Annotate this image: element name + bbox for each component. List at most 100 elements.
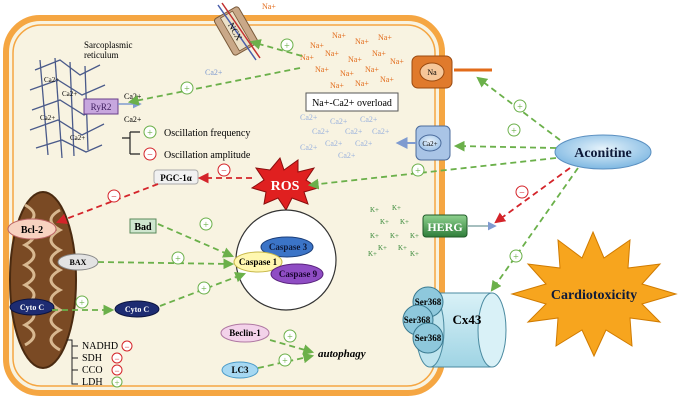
svg-text:Na+: Na+ [365, 65, 379, 74]
svg-text:+: + [415, 166, 421, 177]
beclin-oval [220, 323, 270, 343]
svg-text:K+: K+ [392, 204, 401, 212]
svg-text:Ca2+: Ca2+ [325, 139, 343, 148]
osc-freq-label: Oscillation frequency [164, 128, 250, 139]
svg-text:+: + [287, 332, 293, 343]
svg-text:Na+: Na+ [378, 33, 392, 42]
herg-channel [422, 214, 468, 238]
ros-label: ROS [271, 179, 300, 194]
svg-text:Na: Na [427, 68, 437, 77]
svg-text:−: − [124, 342, 129, 352]
svg-text:Na+: Na+ [380, 75, 394, 84]
k-ion-cluster: K+K+ K+K+ K+K+ K+K+ K+K+ K+ [368, 204, 419, 258]
svg-text:Na+: Na+ [355, 79, 369, 88]
lc3-oval [221, 361, 259, 379]
beclin-label: Beclin-1 [229, 328, 261, 338]
nadhd-label: NADHD [82, 341, 118, 352]
sdh-label: SDH [82, 353, 102, 364]
caspase9-label: Caspase 9 [279, 269, 318, 279]
bad-box [129, 218, 157, 234]
svg-text:K+: K+ [398, 244, 407, 252]
ca-channel: Ca2+ [395, 125, 451, 161]
svg-text:−: − [114, 366, 119, 376]
svg-text:−: − [519, 188, 525, 199]
svg-text:Na+: Na+ [372, 49, 386, 58]
osc-amp-minus-icon [143, 147, 157, 161]
ryr2-box [83, 98, 119, 115]
ca-ion-ncx: Ca2+ [205, 68, 223, 77]
oscillation-bracket [122, 131, 140, 155]
svg-text:Ca2+: Ca2+ [40, 114, 55, 122]
svg-text:−: − [221, 166, 227, 177]
ldh-label: LDH [82, 377, 103, 388]
cytoc-mito-oval [9, 298, 55, 316]
svg-text:Ca2+: Ca2+ [372, 127, 390, 136]
caspase3-label: Caspase 3 [269, 242, 308, 252]
svg-text:Na+: Na+ [315, 65, 329, 74]
svg-text:+: + [201, 284, 207, 295]
svg-text:K+: K+ [410, 232, 419, 240]
svg-text:K+: K+ [380, 218, 389, 226]
cx43-connexon [402, 286, 507, 368]
svg-text:+: + [147, 128, 153, 139]
ryr2-ca-out-2: Ca2+ [124, 115, 142, 124]
svg-text:+: + [114, 378, 119, 388]
svg-text:K+: K+ [370, 232, 379, 240]
aconitine-label: Aconitine [574, 146, 632, 161]
cx43-label: Cx43 [453, 312, 482, 327]
cardiotoxicity-burst [510, 230, 678, 358]
svg-text:Ca2+: Ca2+ [300, 143, 318, 152]
sr-label-2: reticulum [84, 50, 119, 60]
na-channel: Na [411, 55, 453, 89]
svg-text:Ca2+: Ca2+ [360, 115, 378, 124]
svg-text:K+: K+ [400, 218, 409, 226]
svg-text:+: + [175, 254, 181, 265]
svg-text:Na+: Na+ [300, 53, 314, 62]
svg-text:K+: K+ [370, 206, 379, 214]
cytoc-cyto-oval [114, 300, 160, 318]
caspase3-cloud [260, 236, 314, 258]
svg-text:Ca2+: Ca2+ [330, 117, 348, 126]
aconitine-oval [554, 134, 652, 170]
svg-text:Ca2+: Ca2+ [312, 127, 330, 136]
svg-text:Ca2+: Ca2+ [338, 151, 356, 160]
svg-text:Na+: Na+ [390, 57, 404, 66]
svg-text:K+: K+ [410, 250, 419, 258]
osc-amp-label: Oscillation amplitude [164, 150, 251, 161]
svg-text:Na+: Na+ [332, 31, 346, 40]
svg-text:+: + [284, 41, 290, 52]
svg-text:Na+: Na+ [348, 55, 362, 64]
cardiotoxicity-label: Cardiotoxicity [551, 288, 637, 303]
svg-text:K+: K+ [390, 232, 399, 240]
svg-text:Ca2+: Ca2+ [345, 127, 363, 136]
mitochondrion [9, 191, 77, 369]
ca-ion-cluster: Ca2+Ca2+ Ca2+Ca2+ Ca2+Ca2+ Ca2+Ca2+ Ca2+… [300, 113, 390, 160]
svg-text:Na+: Na+ [355, 37, 369, 46]
ser368-2: Ser368 [404, 315, 431, 325]
autophagy-label: autophagy [318, 348, 366, 360]
cco-label: CCO [82, 365, 103, 376]
ros-burst [250, 156, 320, 211]
na-ion-cluster: Na+Na+ Na+Na+ Na+Na+ Na+Na+ Na+Na+ Na+Na… [300, 31, 404, 90]
svg-text:Ca2+: Ca2+ [300, 113, 318, 122]
ncx-exchanger: NCX [213, 2, 261, 61]
sr-label: Sarcoplasmic [84, 40, 133, 50]
arrow-sign-markers: + + + + + + + + + + + + − − − [75, 38, 529, 367]
cytoc-cyto-label: Cyto C [125, 305, 149, 314]
svg-text:Ca2+: Ca2+ [70, 134, 85, 142]
ser368-3: Ser368 [415, 333, 442, 343]
svg-text:+: + [203, 220, 209, 231]
pgc-label: PGC-1α [160, 173, 192, 183]
cytoc-mito-label: Cyto C [20, 303, 44, 312]
ser368-1: Ser368 [415, 297, 442, 307]
svg-text:Na+: Na+ [325, 49, 339, 58]
svg-text:Ca2+: Ca2+ [355, 139, 373, 148]
svg-text:Ca2+: Ca2+ [44, 76, 59, 84]
enzyme-list: NADHD SDH CCO LDH [82, 341, 118, 388]
sr-ca-labels: Ca2+ Ca2+ Ca2+ Ca2+ [40, 76, 85, 142]
na-ion-ncx: Na+ [262, 2, 276, 11]
svg-text:K+: K+ [378, 244, 387, 252]
overload-box [305, 92, 399, 112]
bcl2-label: Bcl-2 [21, 225, 43, 236]
